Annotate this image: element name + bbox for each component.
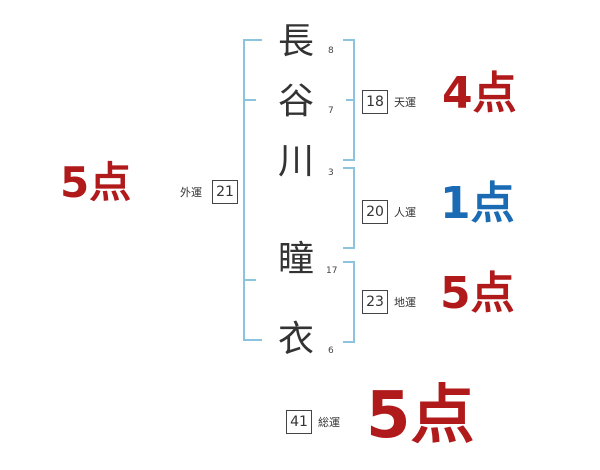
- stroke-count-4: 17: [326, 266, 338, 276]
- jinun-value-box: 20: [362, 200, 388, 224]
- souun-value-box: 41: [286, 410, 312, 434]
- chiun-label: 地運: [394, 296, 416, 309]
- souun-label: 総運: [318, 416, 340, 429]
- tenun-score: 4点: [442, 68, 517, 119]
- gaiun-value-box: 21: [212, 180, 238, 204]
- souun-score: 5点: [366, 379, 475, 453]
- stroke-count-1: 8: [328, 46, 334, 56]
- stroke-count-3: 3: [328, 168, 334, 178]
- jinun-label: 人運: [394, 206, 416, 219]
- name-char-5: 衣: [277, 319, 314, 360]
- chiun-value-box: 23: [362, 290, 388, 314]
- tenun-label: 天運: [394, 96, 416, 109]
- stroke-count-5: 6: [328, 346, 334, 356]
- name-char-2: 谷: [277, 81, 314, 122]
- chiun-score: 5点: [440, 268, 515, 319]
- jinun-score: 1点: [440, 178, 515, 229]
- stroke-count-2: 7: [328, 106, 334, 116]
- tenun-value-box: 18: [362, 90, 388, 114]
- gaiun-label: 外運: [180, 186, 202, 199]
- name-char-1: 長: [277, 21, 314, 62]
- outer-bracket: [243, 39, 262, 341]
- gaiun-score: 5点: [60, 158, 132, 207]
- name-char-4: 瞳: [277, 239, 314, 280]
- earth-bracket: [343, 261, 355, 343]
- name-char-3: 川: [277, 141, 314, 182]
- person-bracket: [343, 167, 355, 249]
- heaven-bracket: [343, 39, 355, 161]
